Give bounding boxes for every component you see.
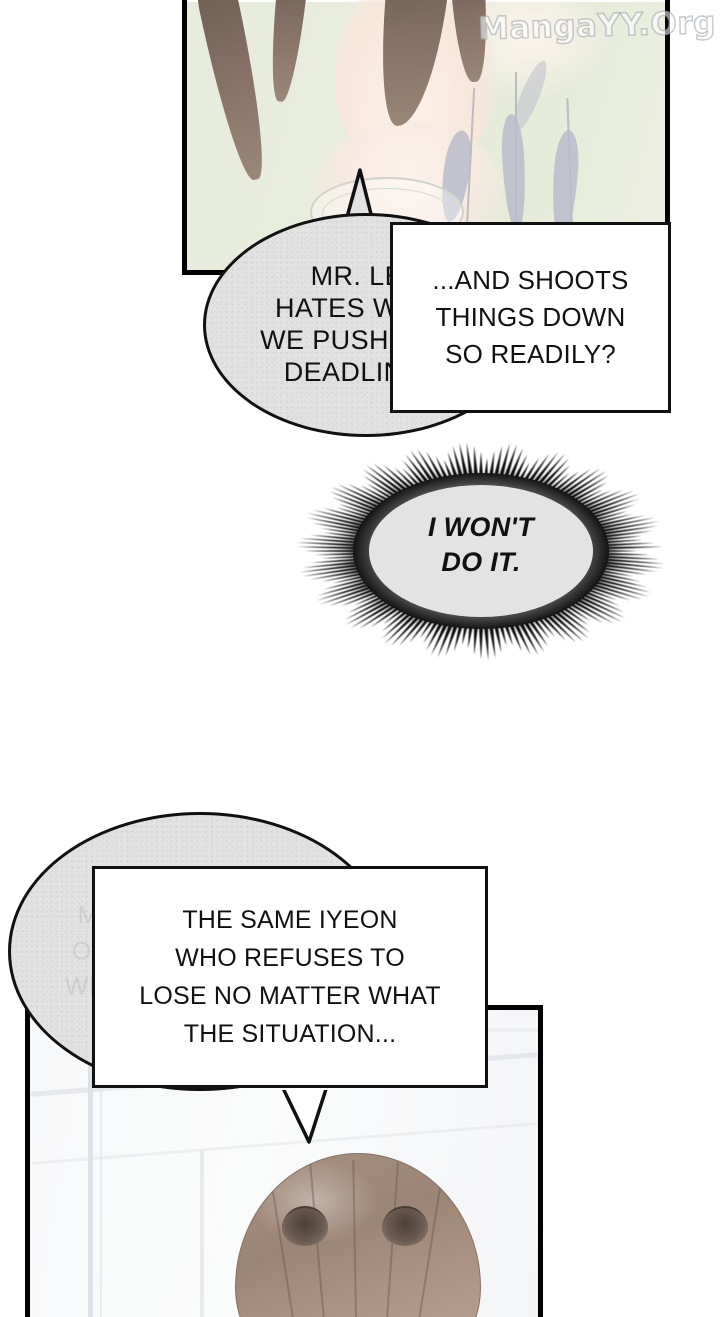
- artwork-hair-strand: [265, 0, 311, 104]
- burst-bubble-text: I WON'T DO IT.: [428, 511, 534, 577]
- caption-box-iyeon-text: THE SAME IYEON WHO REFUSES TO LOSE NO MA…: [139, 906, 441, 1048]
- burst-bubble-shape-icon: [296, 442, 665, 661]
- artwork-hair-strand: [190, 0, 276, 184]
- speech-tail-down-icon: [279, 1082, 331, 1144]
- artwork-post: [100, 1056, 102, 1317]
- artwork-leaf: [499, 113, 529, 233]
- artwork-hair-line: [352, 1160, 358, 1317]
- burst-bubble-i-wont-do-it: I WON'T DO IT.: [281, 424, 681, 678]
- panel-top: [182, 0, 670, 275]
- artwork-post: [88, 1056, 93, 1317]
- caption-box-shoots: ...AND SHOOTS THINGS DOWN SO READILY?: [390, 222, 671, 413]
- artwork-eye-right: [382, 1206, 428, 1246]
- caption-box-iyeon: THE SAME IYEON WHO REFUSES TO LOSE NO MA…: [92, 866, 488, 1088]
- artwork-shirt: [187, 0, 665, 270]
- caption-box-shoots-text: ...AND SHOOTS THINGS DOWN SO READILY?: [432, 265, 629, 369]
- artwork-post: [200, 1150, 204, 1317]
- artwork-eye-left: [282, 1206, 328, 1246]
